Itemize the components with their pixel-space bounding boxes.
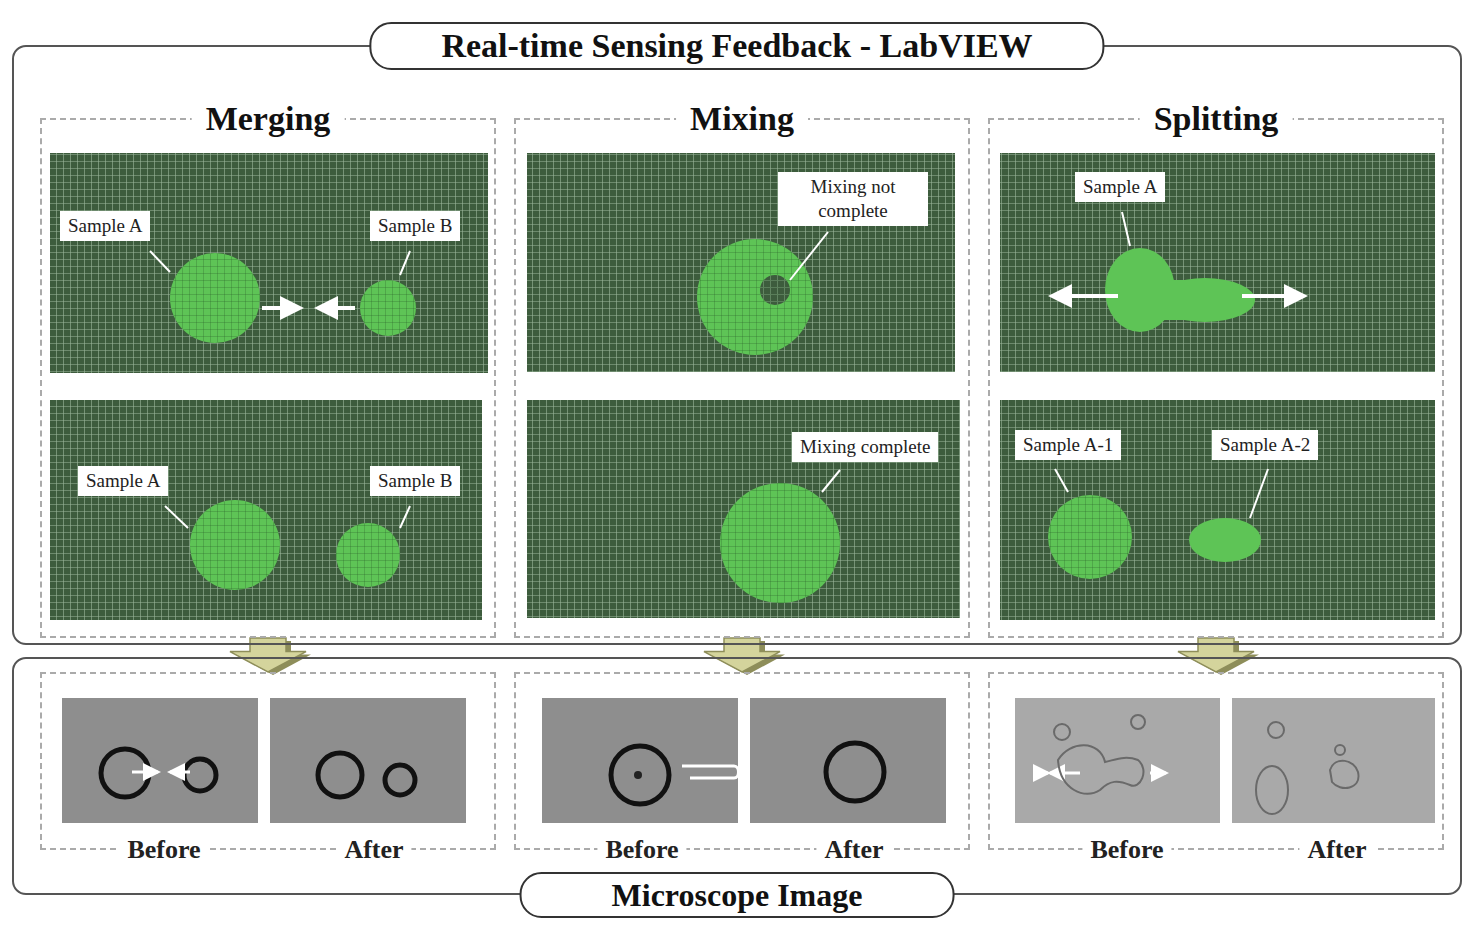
callout-box: Mixing not complete	[778, 172, 928, 226]
callout-label: Mixing complete	[800, 435, 930, 459]
frame-title: Real-time Sensing Feedback - LabVIEW	[369, 22, 1104, 70]
callout-label: Sample A-1	[1023, 433, 1113, 457]
callout-box: Sample A	[60, 211, 150, 241]
callout-label: Sample A	[86, 469, 160, 493]
dye-dot	[634, 771, 642, 779]
before-after-label: Before	[1082, 835, 1171, 865]
before-after-label: After	[336, 835, 411, 865]
image-panel: BeforeAfter	[40, 672, 496, 850]
dashed-panel: MergingSample ASample BSample ASample B	[40, 118, 496, 638]
callout-box: Sample A-2	[1212, 430, 1318, 460]
sensing-grid	[50, 153, 1435, 620]
callout-box: Mixing complete	[792, 432, 938, 462]
droplet-outline	[101, 743, 884, 804]
before-after-label: After	[816, 835, 891, 865]
faint-droplet	[1054, 715, 1358, 814]
callout-label: Mixing not complete	[786, 175, 920, 223]
motion-arrow	[1050, 772, 1080, 775]
motion-arrow	[132, 772, 1166, 773]
image-panel: BeforeAfter	[988, 672, 1444, 850]
before-after-label: After	[1299, 835, 1374, 865]
callout-box: Sample B	[370, 211, 460, 241]
droplet-blob	[170, 239, 1261, 603]
outer-frame: Microscope ImageBeforeAfterBeforeAfterBe…	[12, 657, 1462, 895]
image-panel: BeforeAfter	[514, 672, 970, 850]
leader-line	[150, 212, 1268, 528]
mixing-path	[682, 766, 739, 778]
callout-label: Sample A	[68, 214, 142, 238]
outer-frame: Real-time Sensing Feedback - LabVIEWMerg…	[12, 45, 1462, 645]
dashed-panel: MixingMixing not completeMixing complete	[514, 118, 970, 638]
callout-label: Sample B	[378, 214, 452, 238]
callout-box: Sample B	[370, 466, 460, 496]
callout-box: Sample A	[78, 466, 168, 496]
callout-label: Sample A	[1083, 175, 1157, 199]
dashed-panel: SplittingSample ASample A-1Sample A-2	[988, 118, 1444, 638]
callout-label: Sample B	[378, 469, 452, 493]
callout-label: Sample A-2	[1220, 433, 1310, 457]
microscope-photo	[62, 698, 1435, 823]
panel-heading: Mixing	[676, 99, 808, 139]
callout-box: Sample A-1	[1015, 430, 1121, 460]
panel-heading: Splitting	[1140, 99, 1293, 139]
frame-title: Microscope Image	[520, 872, 955, 918]
panel-heading: Merging	[192, 99, 345, 139]
before-after-label: Before	[119, 835, 208, 865]
before-after-label: Before	[597, 835, 686, 865]
motion-arrow	[262, 296, 1304, 308]
callout-box: Sample A	[1075, 172, 1165, 202]
